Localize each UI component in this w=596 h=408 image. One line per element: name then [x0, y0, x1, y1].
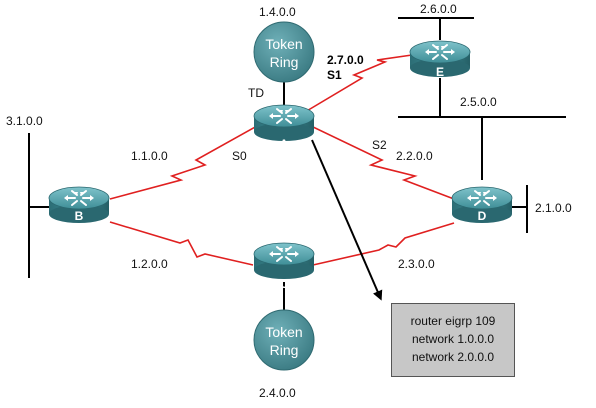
interface-label-td: TD — [248, 86, 264, 100]
token-ring-label-line2: Ring — [270, 342, 299, 358]
router-icon — [253, 104, 315, 142]
token-ring-icon — [253, 309, 315, 371]
router-a: A — [253, 104, 315, 151]
network-label-2-4: 2.4.0.0 — [259, 386, 296, 400]
serial-link-c-d — [312, 222, 455, 266]
serial-link-a-e — [304, 54, 413, 113]
config-line-1: router eigrp 109 — [410, 314, 496, 328]
network-label-3-1: 3.1.0.0 — [6, 114, 43, 128]
token-ring-2-4: Token Ring — [253, 309, 315, 371]
network-label-1-2: 1.2.0.0 — [131, 257, 168, 271]
router-b-label: B — [75, 209, 84, 223]
network-label-2-5: 2.5.0.0 — [460, 95, 497, 109]
ethernet-links — [28, 17, 566, 316]
token-ring-1-4: Token Ring — [253, 21, 315, 83]
router-icon — [253, 242, 315, 280]
router-d: D — [451, 186, 513, 224]
network-label-2-7: 2.7.0.0 — [327, 53, 364, 67]
interface-label-s2: S2 — [372, 138, 387, 152]
serial-link-b-c — [109, 221, 254, 266]
token-ring-label-line1: Token — [265, 324, 302, 340]
serial-link-a-b — [109, 125, 258, 200]
token-ring-label-line2: Ring — [270, 54, 299, 70]
interface-label-s0: S0 — [232, 149, 247, 163]
config-box: router eigrp 109 network 1.0.0.0 network… — [391, 303, 515, 377]
router-e: E — [409, 40, 471, 79]
router-e-label: E — [436, 65, 444, 79]
serial-links — [109, 54, 455, 266]
network-label-1-4: 1.4.0.0 — [259, 5, 296, 19]
serial-link-a-d — [310, 125, 455, 200]
network-label-2-1: 2.1.0.0 — [535, 201, 572, 215]
router-c: C — [253, 242, 315, 291]
network-label-1-1: 1.1.0.0 — [131, 149, 168, 163]
router-c-label: C — [280, 277, 289, 291]
network-label-2-6: 2.6.0.0 — [420, 2, 457, 16]
config-line-3: network 2.0.0.0 — [411, 350, 495, 364]
token-ring-label-line1: Token — [265, 36, 302, 52]
router-d-label: D — [478, 209, 487, 223]
pointer-arrow — [311, 139, 383, 301]
network-label-2-3: 2.3.0.0 — [398, 257, 435, 271]
config-line-2: network 1.0.0.0 — [411, 332, 495, 346]
network-label-2-2: 2.2.0.0 — [396, 149, 433, 163]
interface-label-s1: S1 — [327, 68, 342, 82]
router-a-label: A — [280, 137, 289, 151]
token-ring-icon — [253, 21, 315, 83]
router-b: B — [48, 186, 110, 224]
